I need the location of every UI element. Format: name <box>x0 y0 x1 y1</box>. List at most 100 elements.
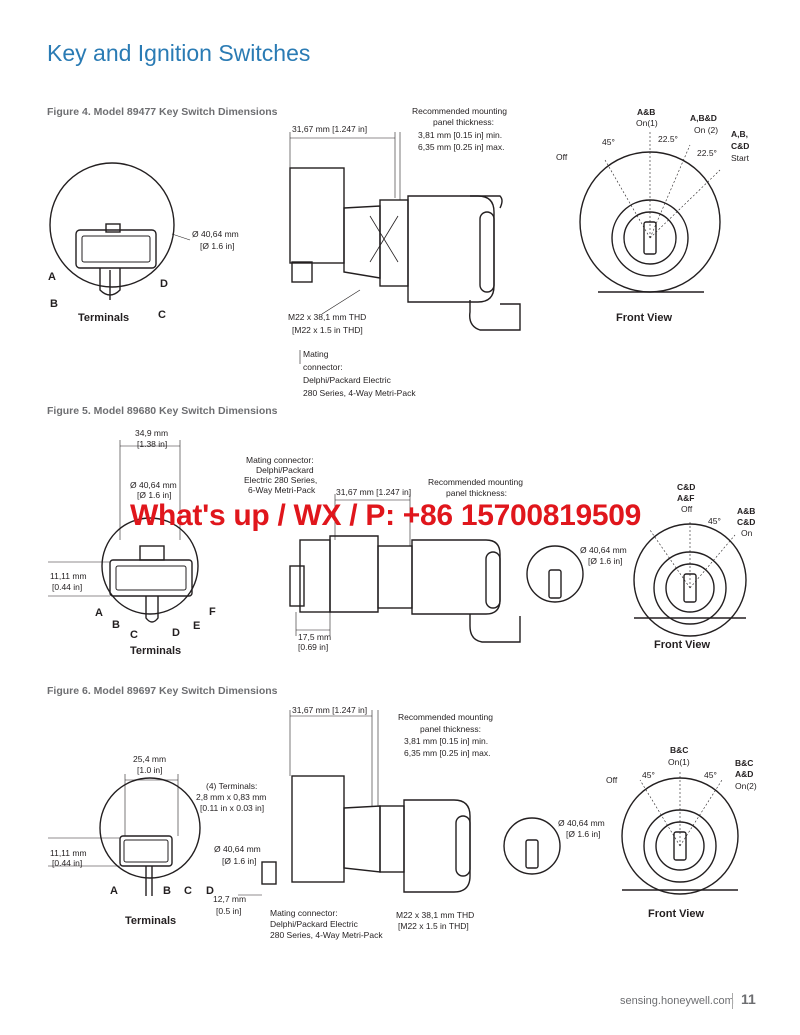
fig6-term-c: C <box>184 885 192 897</box>
page-title: Key and Ignition Switches <box>47 40 311 66</box>
fig5-dia-2: [Ø 1.6 in] <box>137 490 172 500</box>
fig5-depth-1: 17,5 mm <box>298 632 331 642</box>
fig6-dia2-1: Ø 40,64 mm <box>558 818 605 828</box>
fig4-front-view-label: Front View <box>616 312 672 324</box>
fig5-term-f: F <box>209 606 216 618</box>
fig6-mount-2: panel thickness: <box>420 724 481 734</box>
fig6-terminals-spec-1: (4) Terminals: <box>206 781 257 791</box>
fig4-conn-3: Delphi/Packard Electric <box>303 375 392 385</box>
fig4-pos-abcd-2: C&D <box>731 141 749 151</box>
figure-5-drawing: 34,9 mm [1.38 in] Ø 40,64 mm [Ø 1.6 in] … <box>48 428 755 657</box>
fig5-conn-2: Delphi/Packard <box>256 465 314 475</box>
fig4-thd-1: M22 x 38,1 mm THD <box>288 312 366 322</box>
fig6-pos-bc: B&C <box>670 745 688 755</box>
fig4-rear-body <box>49 162 175 288</box>
fig6-mount-4: 6,35 mm [0.25 in] max. <box>404 748 490 758</box>
fig5-conn-1: Mating connector: <box>246 455 314 465</box>
fig6-pos-on1: On(1) <box>668 757 690 767</box>
fig5-term-e: E <box>193 620 200 632</box>
fig6-pos-ad: A&D <box>735 769 753 779</box>
figure-6-drawing: 31,67 mm [1.247 in] Recommended mounting… <box>48 705 757 940</box>
fig4-mount-1: Recommended mounting <box>412 106 507 116</box>
fig6-pos-bc2: B&C <box>735 758 753 768</box>
page-number: 11 <box>741 991 756 1007</box>
fig6-conn-3: 280 Series, 4-Way Metri-Pack <box>270 930 383 940</box>
fig4-dia-2: [Ø 1.6 in] <box>200 241 235 251</box>
fig6-conn-1: Mating connector: <box>270 908 338 918</box>
fig6-width-1: 25,4 mm <box>133 754 166 764</box>
fig5-pos-on: On <box>741 528 753 538</box>
fig6-terminals-spec-3: [0.11 in x 0.03 in] <box>200 803 264 813</box>
footer-divider <box>732 993 733 1009</box>
fig4-pos-start: Start <box>731 153 750 163</box>
fig5-dia2-2: [Ø 1.6 in] <box>588 556 623 566</box>
fig6-dim-length: 31,67 mm [1.247 in] <box>292 705 367 715</box>
figure-4-caption: Figure 4. Model 89477 Key Switch Dimensi… <box>47 106 278 118</box>
fig6-dia-1: Ø 40,64 mm <box>214 844 261 854</box>
fig4-term-d: D <box>160 278 168 290</box>
fig5-mount-1: Recommended mounting <box>428 477 523 487</box>
fig5-term-b: B <box>112 619 120 631</box>
figure-4-drawing: 31,67 mm [1.247 in] Recommended mounting… <box>48 106 750 398</box>
fig4-pos-on1: On(1) <box>636 118 658 128</box>
fig6-angle-45-b: 45° <box>704 770 717 780</box>
fig5-width-1: 34,9 mm <box>135 428 168 438</box>
fig4-pos-abd: A,B&D <box>690 113 717 123</box>
fig5-term-d: D <box>172 627 180 639</box>
fig4-conn-4: 280 Series, 4-Way Metri-Pack <box>303 388 416 398</box>
fig4-terminals-label: Terminals <box>78 312 129 324</box>
fig4-mount-3: 3,81 mm [0.15 in] min. <box>418 130 502 140</box>
fig6-width-2: [1.0 in] <box>137 765 163 775</box>
fig4-dim-length: 31,67 mm [1.247 in] <box>292 124 367 134</box>
fig5-mount-2: panel thickness: <box>446 488 507 498</box>
fig4-dia-1: Ø 40,64 mm <box>192 229 239 239</box>
fig5-conn-4: 6-Way Metri-Pack <box>248 485 316 495</box>
fig6-depth-1: 12,7 mm <box>213 894 246 904</box>
fig6-term-d: D <box>206 885 214 897</box>
figure-6-caption: Figure 6. Model 89697 Key Switch Dimensi… <box>47 685 278 697</box>
fig4-angle-22-5-b: 22.5° <box>697 148 717 158</box>
fig4-term-a: A <box>48 271 56 283</box>
fig6-height-1: 11,11 mm <box>50 848 87 858</box>
fig6-pos-on2: On(2) <box>735 781 757 791</box>
fig4-conn-2: connector: <box>303 362 343 372</box>
fig4-thd-2: [M22 x 1.5 in THD] <box>292 325 363 335</box>
fig5-dim-length: 31,67 mm [1.247 in] <box>336 487 411 497</box>
watermark-banner: What's up / WX / P: +86 15700819509 <box>130 499 642 532</box>
fig6-dia-2: [Ø 1.6 in] <box>222 856 257 866</box>
fig6-mount-3: 3,81 mm [0.15 in] min. <box>404 736 488 746</box>
fig4-term-c: C <box>158 309 166 321</box>
fig6-pos-off: Off <box>606 775 618 785</box>
fig5-height-1: 11,11 mm <box>50 571 87 581</box>
fig6-thd-2: [M22 x 1.5 in THD] <box>398 921 469 931</box>
fig4-mount-4: 6,35 mm [0.25 in] max. <box>418 142 504 152</box>
fig5-angle-45: 45° <box>708 516 721 526</box>
fig4-angle-22-5-a: 22.5° <box>658 134 678 144</box>
fig5-terminals-label: Terminals <box>130 645 181 657</box>
fig5-pos-cd: C&D <box>677 482 695 492</box>
fig5-pos-off: Off <box>681 504 693 514</box>
fig6-terminals-spec-2: 2,8 mm x 0,83 mm <box>196 792 266 802</box>
fig6-depth-2: [0.5 in] <box>216 906 242 916</box>
fig5-pos-ab: A&B <box>737 506 755 516</box>
fig6-height-2: [0.44 in] <box>52 858 82 868</box>
fig5-depth-2: [0.69 in] <box>298 642 328 652</box>
fig4-pos-ab: A&B <box>637 107 655 117</box>
fig5-term-a: A <box>95 607 103 619</box>
fig4-mount-2: panel thickness: <box>433 117 494 127</box>
fig6-term-a: A <box>110 885 118 897</box>
fig6-terminals-label: Terminals <box>125 915 176 927</box>
fig5-conn-3: Electric 280 Series, <box>244 475 317 485</box>
fig5-width-2: [1.38 in] <box>137 439 167 449</box>
fig6-mount-1: Recommended mounting <box>398 712 493 722</box>
fig5-dia2-1: Ø 40,64 mm <box>580 545 627 555</box>
fig5-pos-af: A&F <box>677 493 694 503</box>
fig5-height-2: [0.44 in] <box>52 582 82 592</box>
fig6-thd-1: M22 x 38,1 mm THD <box>396 910 474 920</box>
fig5-dia-1: Ø 40,64 mm <box>130 480 177 490</box>
fig5-pos-cd2: C&D <box>737 517 755 527</box>
fig4-conn-1: Mating <box>303 349 329 359</box>
fig4-pos-off: Off <box>556 152 568 162</box>
fig4-term-b: B <box>50 298 58 310</box>
fig4-pos-on2: On (2) <box>694 125 718 135</box>
